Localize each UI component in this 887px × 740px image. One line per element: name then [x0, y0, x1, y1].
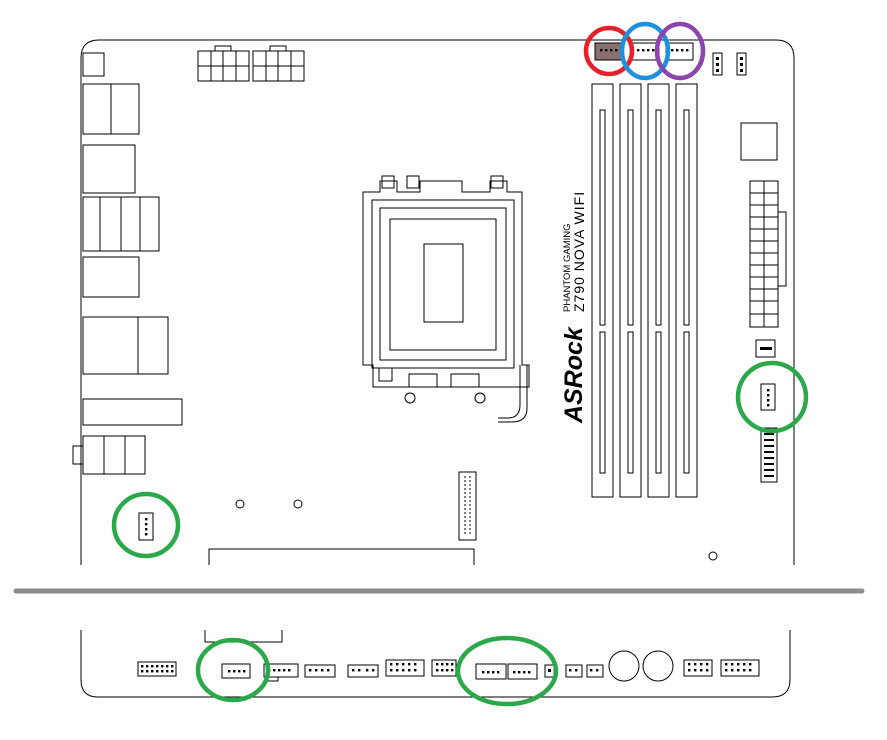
mounting-hole — [293, 499, 303, 509]
cpu-socket — [362, 175, 530, 423]
board-lower-view — [80, 630, 791, 698]
chassis-fan-ring — [195, 637, 271, 703]
cpu-opt-fan-ring — [619, 21, 671, 81]
chassis-fan-header-right — [760, 383, 776, 411]
dimm-slot — [647, 83, 670, 498]
highlight-rings — [111, 21, 809, 707]
cpu-fan-header — [594, 42, 624, 61]
atx-power-connector — [749, 180, 787, 328]
mounting-hole — [708, 551, 718, 561]
aio-pump-header — [665, 42, 694, 61]
round-component — [642, 650, 674, 682]
cpu-fan-ring — [583, 25, 635, 77]
board-branding: ASRock PHANTOM GAMING Z790 NOVA WIFI — [560, 191, 588, 424]
series-label: PHANTOM GAMING — [562, 224, 573, 313]
mounting-hole — [235, 499, 245, 509]
brand-logo: ASRock — [560, 326, 588, 424]
chassis-fan-ring — [455, 635, 559, 707]
dimm-slot — [591, 83, 614, 498]
round-component — [608, 650, 640, 682]
dimm-slot — [675, 83, 698, 498]
board-component — [740, 122, 778, 161]
rear-io-panel — [72, 52, 183, 475]
cpu-power-connectors — [197, 45, 305, 82]
jumper-headers — [712, 52, 747, 76]
board-upper-view: ASRock PHANTOM GAMING Z790 NOVA WIFI — [72, 39, 795, 565]
model-label: Z790 NOVA WIFI — [571, 191, 587, 312]
usb-header — [760, 427, 778, 483]
chassis-fan-ring — [111, 491, 181, 559]
small-connector — [755, 339, 776, 358]
chassis-fan-header-left — [138, 512, 154, 541]
front-headers — [137, 650, 760, 682]
m2-connector — [458, 471, 477, 541]
chassis-fan-header-bottom-left — [221, 663, 251, 679]
dimm-slot — [619, 83, 642, 498]
aio-pump-ring — [654, 21, 706, 81]
chassis-fan-header-pair — [475, 663, 538, 680]
pcie-slot-top — [208, 548, 475, 565]
chassis-fan-ring — [735, 360, 809, 434]
dimm-slots — [591, 83, 698, 498]
